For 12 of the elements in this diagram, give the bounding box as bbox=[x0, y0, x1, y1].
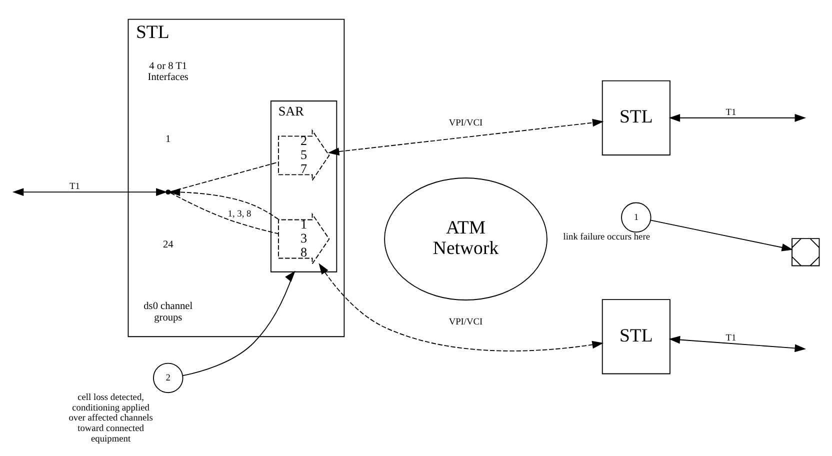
edge-label: T1 bbox=[70, 182, 80, 192]
edge-label: VPI/VCI bbox=[448, 118, 483, 128]
edge-label: VPI/VCI bbox=[448, 317, 483, 328]
node-label: link failure occurs here bbox=[563, 232, 650, 243]
node-label: cell loss detected, conditioning applied over affected channels toward connected equipment bbox=[68, 393, 153, 444]
edge-label: 1, 3, 8 bbox=[228, 209, 252, 220]
label: 24 bbox=[162, 239, 174, 250]
edge-label: T1 bbox=[726, 108, 736, 118]
label: 4 or 8 T1 Interfaces bbox=[148, 60, 188, 84]
label: ds0 channel groups bbox=[144, 301, 193, 324]
edge-label: T1 bbox=[726, 333, 736, 344]
label: 1 bbox=[166, 134, 171, 146]
